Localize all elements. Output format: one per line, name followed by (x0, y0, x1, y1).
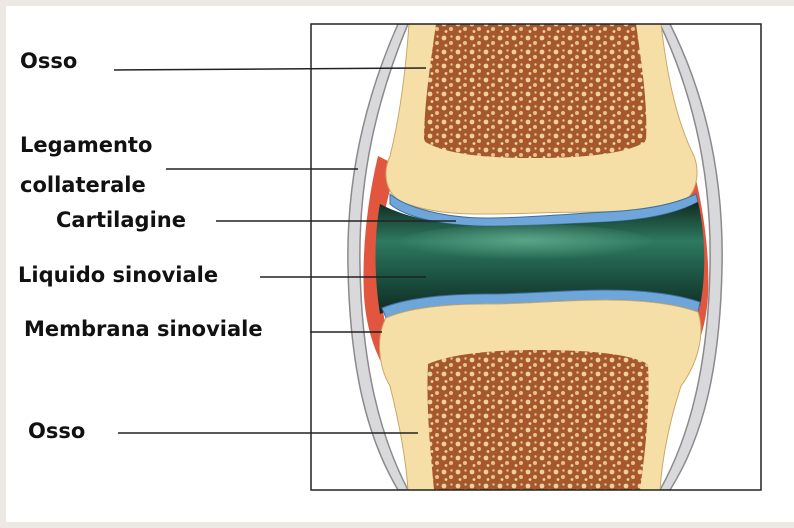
fluid-highlight (396, 224, 656, 264)
label-bone-bottom: Osso (28, 418, 85, 444)
label-bone-top: Osso (20, 48, 77, 74)
upper-spongy-bone (424, 24, 646, 158)
label-cartilage: Cartilagine (56, 207, 186, 233)
lower-spongy-bone (427, 350, 648, 490)
label-synovial-membrane: Membrana sinoviale (24, 316, 263, 342)
label-synovial-fluid: Liquido sinoviale (18, 262, 218, 288)
label-collateral-ligament-line1: Legamento (20, 132, 152, 159)
label-collateral-ligament-line2: collaterale (20, 172, 146, 199)
